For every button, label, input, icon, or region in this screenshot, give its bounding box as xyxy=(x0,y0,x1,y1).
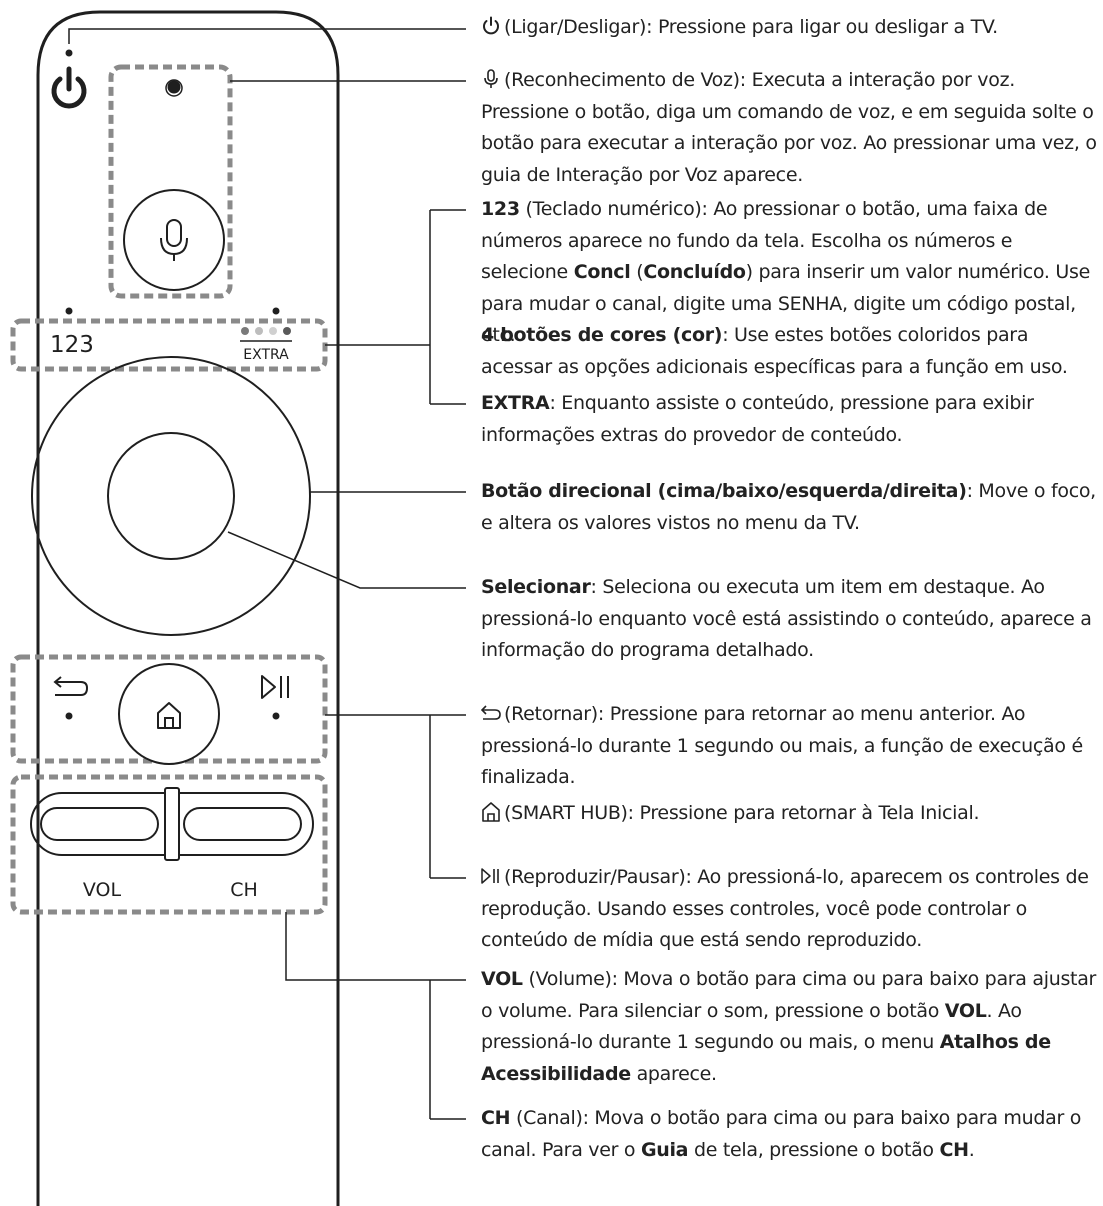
vol-label: VOL xyxy=(83,879,122,901)
desc-playpause: (Reproduzir/Pausar): Ao pressioná-lo, ap… xyxy=(481,866,1089,951)
ch-rocker[interactable] xyxy=(183,807,302,841)
desc-home: (SMART HUB): Pressione para retornar à T… xyxy=(481,798,1097,830)
play-pause-icon xyxy=(481,868,499,884)
vol-rocker[interactable] xyxy=(40,807,159,841)
return-arrow-icon[interactable] xyxy=(53,676,89,696)
desc-ch: CH (Canal): Mova o botão para cima ou pa… xyxy=(481,1107,1082,1161)
desc-dpad: Botão direcional (cima/baixo/esquerda/di… xyxy=(481,480,1096,534)
microphone-icon xyxy=(484,69,498,88)
power-icon[interactable] xyxy=(51,66,87,109)
btn-123-label[interactable]: 123 xyxy=(50,332,94,358)
desc-keypad: 123 (Teclado numérico): Ao pressionar o … xyxy=(481,198,1090,346)
play-pause-icon[interactable] xyxy=(261,675,289,699)
home-icon xyxy=(482,802,500,822)
home-button[interactable] xyxy=(118,663,220,765)
nav-group-box xyxy=(10,654,328,764)
return-arrow-icon xyxy=(481,705,501,720)
voice-button[interactable] xyxy=(123,189,225,291)
desc-extra: EXTRA: Enquanto assiste o conteúdo, pres… xyxy=(481,392,1034,446)
voice-group-box xyxy=(108,64,233,299)
mic-hole xyxy=(167,80,181,94)
color-dots[interactable] xyxy=(241,327,291,335)
desc-vol: VOL (Volume): Mova o botão para cima ou … xyxy=(481,968,1097,1085)
vol-ch-box xyxy=(10,774,328,915)
btn-extra-label[interactable]: EXTRA xyxy=(243,347,289,363)
desc-colors: 4 botões de cores (cor): Use estes botõe… xyxy=(481,324,1068,378)
desc-back: (Retornar): Pressione para retornar ao m… xyxy=(481,703,1083,788)
desc-voice: (Reconhecimento de Voz): Executa a inter… xyxy=(481,69,1097,186)
desc-select: Selecionar: Seleciona ou executa um item… xyxy=(481,576,1092,661)
callout-lines xyxy=(68,28,466,1120)
desc-power: (Ligar/Desligar): Pressione para ligar o… xyxy=(481,12,1097,44)
remote-outline xyxy=(36,10,340,1206)
power-icon xyxy=(483,16,499,35)
ch-label: CH xyxy=(230,879,258,901)
power-led-dot xyxy=(65,49,73,57)
dpad-ring[interactable] xyxy=(31,356,311,636)
microphone-icon xyxy=(160,219,188,261)
home-icon xyxy=(157,702,181,729)
select-button[interactable] xyxy=(107,432,235,560)
